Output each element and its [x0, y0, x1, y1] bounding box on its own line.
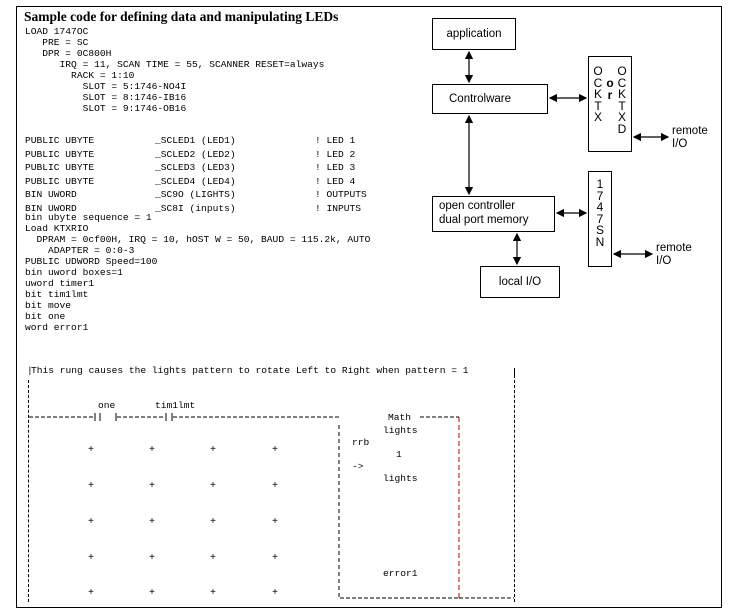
declaration-row: BIN UWORD _SC8I (inputs) ! INPUTS	[25, 203, 385, 214]
remote-io-2-line1: remote	[656, 242, 692, 254]
grid-marker: +	[210, 553, 217, 564]
math-error: error1	[383, 568, 418, 579]
local-io-box: local I/O	[480, 266, 560, 298]
code-block-load: LOAD 1747OC PRE = SC DPR = 0C800H IRQ = …	[25, 26, 325, 114]
grid-marker: +	[272, 445, 279, 456]
math-operand-lights: lights	[383, 425, 418, 436]
page-frame	[16, 6, 722, 608]
grid-marker: +	[149, 588, 156, 599]
declaration-comment: ! LED 4	[315, 175, 356, 187]
declaration-name: _SC8I (inputs)	[155, 202, 236, 214]
grid-marker: +	[149, 445, 156, 456]
remote-io-label-2: remote I/O	[656, 242, 692, 268]
grid-marker: +	[88, 517, 95, 528]
declaration-type: BIN UWORD	[25, 202, 77, 214]
rung-comment-end	[514, 368, 515, 378]
grid-marker: +	[272, 588, 279, 599]
declaration-name: _SCLED2 (LED2)	[155, 148, 236, 160]
declaration-row: PUBLIC UBYTE _SCLED2 (LED2) ! LED 2	[25, 149, 385, 160]
declaration-comment: ! OUTPUTS	[315, 189, 367, 200]
declaration-type: PUBLIC UBYTE	[25, 175, 95, 187]
dual-port-line-2: dual port memory	[439, 214, 529, 226]
contact-label-one: one	[98, 400, 116, 411]
grid-marker: +	[149, 517, 156, 528]
declaration-comment: ! INPUTS	[315, 202, 362, 214]
dual-port-line-1: open controller	[439, 200, 516, 212]
declaration-row: BIN UWORD _SC9O (LIGHTS) ! OUTPUTS	[25, 189, 385, 200]
remote-io-1-line2: I/O	[672, 138, 688, 150]
math-block-title: Math	[386, 412, 414, 423]
code-block-setup: bin ubyte sequence = 1 Load KTXRIO DPRAM…	[25, 212, 371, 333]
grid-marker: +	[210, 445, 217, 456]
grid-marker: +	[210, 517, 217, 528]
grid-marker: +	[272, 481, 279, 492]
application-box: application	[432, 18, 516, 50]
declaration-name: _SCLED3 (LED3)	[155, 162, 236, 173]
remote-io-2-line2: I/O	[656, 255, 672, 267]
grid-marker: +	[149, 481, 156, 492]
grid-marker: +	[88, 588, 95, 599]
remote-io-label-1: remote I/O	[672, 125, 708, 151]
grid-marker: +	[210, 481, 217, 492]
declaration-comment: ! LED 1	[315, 135, 356, 146]
math-operand-1: 1	[396, 449, 402, 460]
rung-comment: This rung causes the lights pattern to r…	[31, 365, 469, 376]
declaration-type: PUBLIC UBYTE	[25, 135, 95, 146]
math-arrow: ->	[352, 461, 364, 472]
declaration-row: PUBLIC UBYTE _SCLED4 (LED4) ! LED 4	[25, 176, 385, 187]
declaration-row: PUBLIC UBYTE _SCLED1 (LED1) ! LED 1	[25, 135, 385, 146]
declaration-name: _SC9O (LIGHTS)	[155, 189, 236, 200]
grid-marker: +	[88, 445, 95, 456]
declaration-comment: ! LED 3	[315, 162, 356, 173]
right-rail	[514, 380, 515, 602]
controlware-box: Controlware	[432, 84, 548, 114]
declaration-comment: ! LED 2	[315, 148, 356, 160]
declaration-row: PUBLIC UBYTE _SCLED3 (LED3) ! LED 3	[25, 162, 385, 173]
math-operator-rrb: rrb	[352, 437, 370, 448]
left-rail	[28, 380, 29, 602]
declaration-name: _SCLED4 (LED4)	[155, 175, 236, 187]
dual-port-memory-box: open controller dual port memory	[432, 196, 555, 232]
grid-marker: +	[272, 517, 279, 528]
section-title: Sample code for defining data and manipu…	[24, 9, 339, 24]
grid-marker: +	[88, 481, 95, 492]
declaration-type: BIN UWORD	[25, 189, 77, 200]
grid-marker: +	[149, 553, 156, 564]
grid-marker: +	[210, 588, 217, 599]
grid-marker: +	[88, 553, 95, 564]
contact-label-tim1lmt: tim1lmt	[155, 400, 196, 411]
declaration-type: PUBLIC UBYTE	[25, 162, 95, 173]
declaration-type: PUBLIC UBYTE	[25, 148, 95, 160]
ktx-card-box	[588, 56, 632, 152]
math-dest-lights: lights	[383, 473, 418, 484]
declaration-name: _SCLED1 (LED1)	[155, 135, 236, 146]
sn1747-card-box	[588, 171, 612, 267]
grid-marker: +	[272, 553, 279, 564]
remote-io-1-line1: remote	[672, 125, 708, 137]
rung-comment-prefix: |	[27, 365, 33, 376]
